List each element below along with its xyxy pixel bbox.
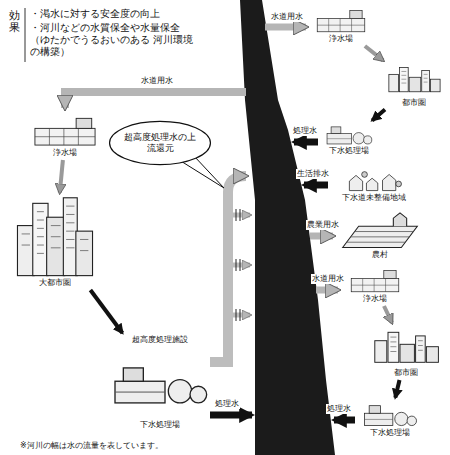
effect-text: ・渇水に対する安全度の向上	[30, 8, 220, 20]
water-plant: 浄水場	[30, 115, 100, 160]
flow-label: 処理水	[292, 126, 318, 136]
facility-label: 下水処理場	[370, 428, 410, 438]
sewage-icon	[355, 400, 425, 428]
facility-label: 下水処理場	[140, 420, 180, 430]
sewage-plant: 下水処理場	[318, 122, 380, 158]
caption-note: ※河川の幅は水の流量を表しています。	[20, 441, 163, 451]
flow-arrow	[60, 160, 63, 193]
facility-label: 農村	[372, 250, 388, 260]
flow-arrow	[365, 46, 383, 60]
facility-label: 浄水場	[363, 294, 387, 304]
flow-label: 水道用水	[270, 12, 304, 22]
discharge-arrow	[334, 417, 355, 424]
facility-label: 大都市圏	[39, 278, 71, 288]
intake-arrow	[310, 233, 333, 240]
facility-label: 浄水場	[53, 148, 77, 158]
farm-area: 農村	[340, 210, 420, 262]
flow-arrow	[372, 110, 385, 121]
flow-label: 処理水	[326, 404, 352, 414]
intake-arrow	[265, 24, 306, 31]
callout-text: 超高度処理水の上流還元	[123, 132, 197, 155]
valve-symbol	[236, 209, 240, 221]
water-plant: 浄水場	[345, 268, 405, 306]
return-pipe	[210, 176, 246, 362]
flow-arrow	[395, 380, 399, 398]
facility-label: 下水処理場	[329, 146, 369, 156]
facility-label: 都市圏	[394, 368, 418, 378]
farm-icon	[340, 210, 420, 250]
discharge-arrow	[294, 139, 318, 146]
discharge-arrow	[304, 182, 328, 189]
flow-label: 水道用水	[311, 274, 345, 284]
callout-bubble: 超高度処理水の上流還元	[108, 120, 212, 166]
sewage-plant: 超高度処理施設下水処理場	[110, 335, 210, 432]
flow-label: 処理水	[214, 399, 240, 409]
metropolis: 大都市圏	[10, 195, 100, 290]
village-icon	[328, 165, 420, 193]
facility-label: 下水道未整備地域	[342, 193, 406, 203]
flow-arrow	[384, 306, 392, 323]
sewage-icon	[110, 345, 210, 421]
plant-icon	[312, 8, 370, 34]
callout-outline	[110, 121, 211, 164]
effect-heading: 効果	[9, 10, 20, 34]
city-icon	[370, 325, 442, 368]
intake-arrow	[65, 92, 246, 108]
city-area: 都市圏	[385, 60, 443, 110]
intake-arrow	[316, 287, 338, 294]
discharge-arrow	[210, 412, 252, 419]
sewage-plant: 下水処理場	[355, 400, 425, 440]
valve-symbol	[236, 309, 240, 321]
plant-icon	[345, 268, 405, 294]
flow-label: 水道用水	[140, 76, 174, 86]
city-icon	[385, 60, 443, 98]
flow-label: 農業用水	[306, 220, 340, 230]
flow-label: 生活排水	[296, 169, 330, 179]
plant-icon	[30, 115, 100, 148]
city-area: 都市圏	[370, 325, 442, 380]
effect-text: ・河川などの水質保全や水量保全 （ゆたかでうるおいのある 河川環境の構築）	[30, 22, 198, 58]
bigcity-icon	[10, 195, 100, 278]
valve-symbol	[236, 259, 240, 271]
village-area: 下水道未整備地域	[328, 165, 420, 205]
effect-bracket	[25, 8, 26, 62]
facility-label: 都市圏	[402, 98, 426, 108]
sewage-icon	[318, 122, 380, 146]
flow-arrow	[90, 290, 122, 333]
water-plant: 浄水場	[312, 8, 370, 46]
facility-label: 浄水場	[329, 34, 353, 44]
facility-label: 超高度処理施設	[132, 335, 188, 345]
